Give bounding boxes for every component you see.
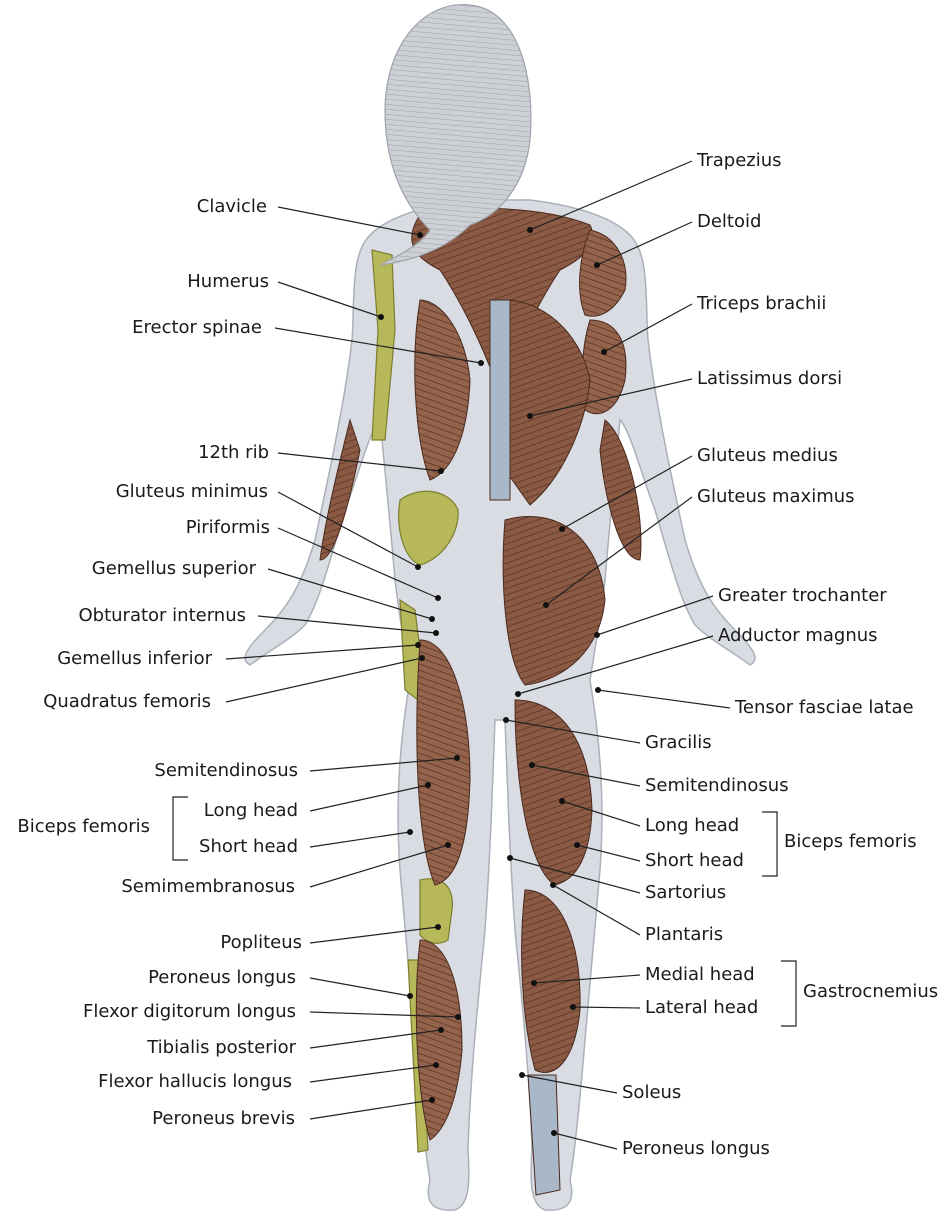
label-gracilis: Gracilis [645,732,712,754]
label-long-head-left: Long head [204,800,298,822]
label-short-head-right: Short head [645,850,744,872]
label-short-head-left: Short head [199,836,298,858]
label-popliteus: Popliteus [220,932,302,954]
label-gemellus-inferior: Gemellus inferior [57,648,212,670]
label-piriformis: Piriformis [186,517,270,539]
label-semitendinosus-right: Semitendinosus [645,775,789,797]
label-peroneus-longus-right: Peroneus longus [622,1138,770,1160]
label-gluteus-minimus: Gluteus minimus [116,481,268,503]
label-flexor-digitorum-longus: Flexor digitorum longus [83,1001,296,1023]
label-latissimus-dorsi: Latissimus dorsi [697,368,842,390]
label-12th-rib: 12th rib [198,442,269,464]
label-erector-spinae: Erector spinae [132,317,262,339]
label-flexor-hallucis-longus: Flexor hallucis longus [98,1071,292,1093]
label-lateral-head: Lateral head [645,997,758,1019]
label-soleus: Soleus [622,1082,681,1104]
label-quadratus-femoris: Quadratus femoris [43,691,211,713]
label-semimembranosus: Semimembranosus [121,876,295,898]
label-plantaris: Plantaris [645,924,723,946]
label-gemellus-superior: Gemellus superior [92,558,256,580]
label-peroneus-longus-left: Peroneus longus [148,967,296,989]
label-tibialis-posterior: Tibialis posterior [147,1037,296,1059]
label-medial-head: Medial head [645,964,755,986]
label-obturator-internus: Obturator internus [78,605,246,627]
label-trapezius: Trapezius [697,150,782,172]
label-biceps-femoris-left: Biceps femoris [17,816,150,838]
label-triceps-brachii: Triceps brachii [697,293,826,315]
label-tensor-fasciae-latae: Tensor fasciae latae [735,697,914,719]
label-clavicle: Clavicle [197,196,267,218]
label-gastrocnemius: Gastrocnemius [803,981,938,1003]
label-semitendinosus-left: Semitendinosus [154,760,298,782]
label-humerus: Humerus [187,271,269,293]
label-adductor-magnus: Adductor magnus [718,625,878,647]
label-sartorius: Sartorius [645,882,726,904]
label-biceps-femoris-right: Biceps femoris [784,831,917,853]
label-gluteus-maximus: Gluteus maximus [697,486,855,508]
label-deltoid: Deltoid [697,211,761,233]
label-long-head-right: Long head [645,815,739,837]
label-gluteus-medius: Gluteus medius [697,445,838,467]
label-peroneus-brevis: Peroneus brevis [152,1108,295,1130]
label-greater-trochanter: Greater trochanter [718,585,887,607]
